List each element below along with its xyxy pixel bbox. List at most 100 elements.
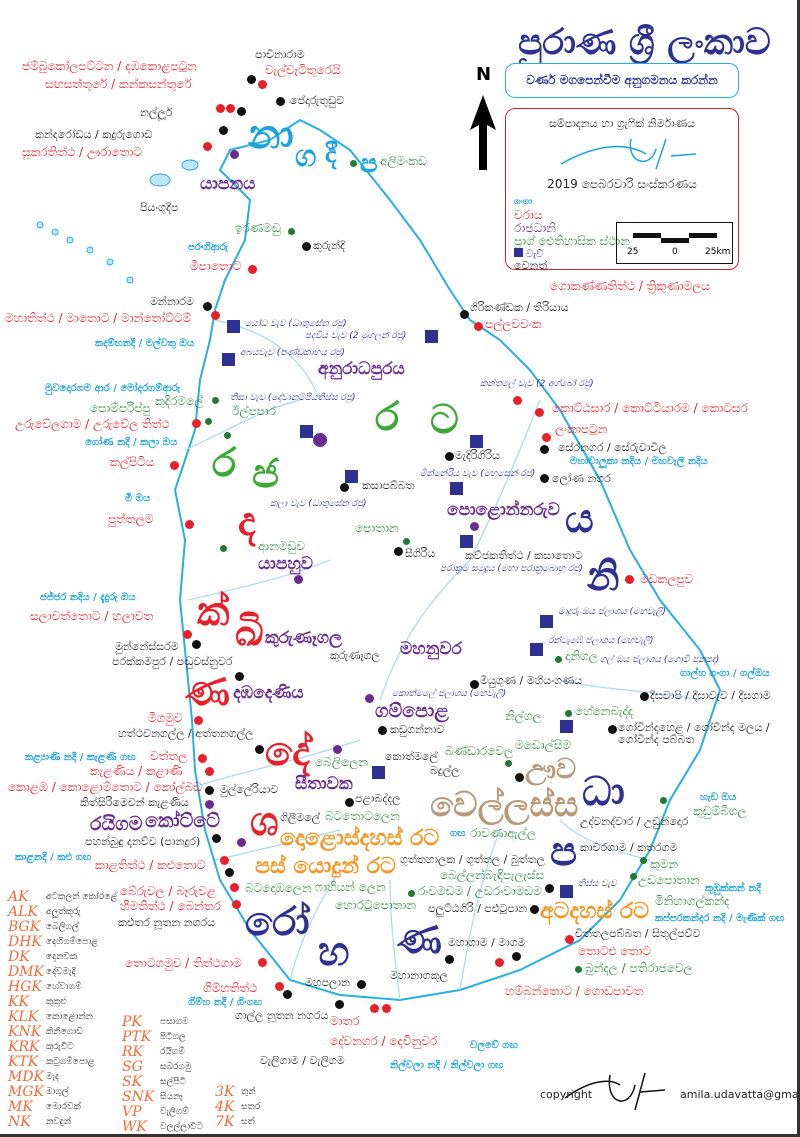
prehistoric-label: ෆාහියන් ලෙන <box>315 880 386 894</box>
abbreviation-code: SK <box>122 1074 143 1090</box>
place-label: බදුල්ල <box>430 764 460 777</box>
place-label: මැදිරිගිරිය <box>455 449 500 462</box>
capital-marker <box>237 838 246 847</box>
port-label: වැල්වැටිතුරෙයි <box>265 63 341 77</box>
port-label: තොටගමුව / තිත්ථගාම <box>125 956 242 970</box>
place-label: නල්ලූර් <box>140 106 173 119</box>
prehistoric-label: හොරටුපොතාන <box>335 898 417 912</box>
prehistoric-label: බටතොටලෙන <box>325 809 400 823</box>
abbreviation-name: පිටිගල <box>160 1032 186 1042</box>
prehistoric-label: කුදිරමලේ <box>155 394 204 408</box>
river-label: කදම්භනදී / මල්වතු ඔය <box>95 338 195 349</box>
river-label: ගාල්හ ගංගා / ගල්ඔය <box>680 668 770 679</box>
prehistoric-marker <box>505 760 512 767</box>
capital-label: අනුරාධපුරය <box>318 359 405 379</box>
place-label: මහපලාන <box>305 976 350 989</box>
river-label: ගෝණ නදී / කලා ඔය <box>85 437 178 448</box>
abbreviation-name: රයිගම් <box>160 1047 185 1057</box>
tank-marker <box>345 470 358 483</box>
capital-label: ගම්පොළ <box>375 700 449 722</box>
river-label: පරංගිආරු <box>188 242 229 253</box>
place-marker <box>460 310 469 319</box>
river-label: නිල්වලා නදී / නිල්වලා ගඟ <box>390 1060 504 1071</box>
region-letter: ද <box>238 499 256 545</box>
prehistoric-label: පොම්පරිප්පු <box>90 401 151 415</box>
abbreviation-name: සබරගමු <box>160 1062 192 1072</box>
abbreviation-name: කටුගම්පොළ <box>46 1057 95 1067</box>
region-letter: ණ <box>185 669 230 715</box>
place-label: කන්දරෝඩය / කදුරුගොඩ <box>35 128 153 141</box>
abbreviation-name: සත් <box>241 1117 255 1127</box>
prehistoric-label: හේනෙබැද්ද <box>575 704 634 718</box>
region-letter: ග <box>295 139 317 174</box>
prehistoric-marker <box>630 873 637 880</box>
place-marker <box>445 955 454 964</box>
tank-label: මාදුරු ඔය ජලාශය (මහවැලි) <box>558 607 666 617</box>
abbreviation-name: වලල්ලාවිට <box>160 1122 203 1132</box>
river-label: ගිම්හ නදී / ගිංගඟ <box>188 997 263 1008</box>
region-letter: නා <box>248 112 294 158</box>
capital-marker <box>333 745 342 754</box>
port-marker <box>495 958 504 967</box>
port-label: බේරුවල / බෑරුවළ <box>120 884 216 898</box>
abbreviation-name: දේවමැදි <box>46 967 76 977</box>
abbreviation-code: DHK <box>8 934 42 950</box>
abbreviation-name: දෙහිගම්පොළ <box>46 937 99 947</box>
place-label: කසාපබ්බත <box>362 479 415 492</box>
abbreviation-name: කුරුවිට <box>46 1042 74 1052</box>
place-marker <box>283 990 292 999</box>
port-label: මීපාතොට <box>190 259 242 273</box>
place-marker <box>540 474 549 483</box>
region-letter: ඛි <box>235 609 264 655</box>
place-label: ගුත්තහාලක / ගුත්තල / බුත්තල <box>400 853 545 866</box>
prehistoric-marker <box>403 538 410 545</box>
place-marker <box>237 107 246 116</box>
place-marker <box>470 680 479 689</box>
capital-marker <box>313 433 327 447</box>
place-marker <box>345 798 354 807</box>
region-letter: ට <box>430 397 459 443</box>
region-name: අටදහස් රට <box>540 899 650 924</box>
tank-label: පදවිය වැව (2 මුගලන් රජු) <box>305 331 407 341</box>
abbreviation-name: සල්පිටි <box>160 1077 186 1087</box>
abbreviation-name: සියනෑ <box>160 1092 183 1102</box>
prehistoric-marker <box>212 397 219 404</box>
place-label: කුරුණෑගල <box>330 649 380 662</box>
abbreviation-name: මොරවක් <box>46 1102 81 1112</box>
port-marker <box>205 767 214 776</box>
capital-marker <box>470 522 479 531</box>
region-letter: රෝ <box>245 899 310 945</box>
place-label: මුන්නේස්සරම <box>115 640 179 653</box>
legend-tank-label: වැව් <box>526 249 544 260</box>
abbreviation-code: KNK <box>8 1024 42 1040</box>
prehistoric-label: බෙල්ලන්බැඳිපැලැස්ස <box>440 868 545 882</box>
river-label: වලවේ ගඟ <box>470 1040 518 1051</box>
place-label: හත්ථවනගල්ල / අත්තනගල්ල <box>118 727 254 740</box>
tank-label: පරාක්‍රම සමුද්‍රය (මහා පරාක්‍රමබාහු රජු) <box>440 564 583 574</box>
river-label: කාළනදී / කළු ගඟ <box>15 852 92 863</box>
tank-label: තිස්ස වැව <box>578 879 617 889</box>
port-marker <box>183 630 192 639</box>
prehistoric-label: රාවණාඇල්ල <box>470 826 536 840</box>
abbreviation-name: අටකලන් කෝරළේ <box>46 892 118 902</box>
tank-square-icon <box>514 248 523 257</box>
port-label: තොටළු තොට <box>578 944 651 958</box>
place-label: පහන්බුඳු දනව්ව (පානදුර) <box>85 835 201 848</box>
place-label: පලුට්ඨගිරි / පළුටුපාන <box>428 902 528 915</box>
port-label: සඟසත්තුරේ / කන්කසන්තුරේ <box>45 77 192 91</box>
scale-label: 25km <box>705 247 731 257</box>
abbreviation-code: MK <box>8 1099 33 1115</box>
place-marker <box>255 745 264 754</box>
tank-label: කලා වැව (ධාතුසේන රජු) <box>270 499 367 509</box>
abbreviation-code: DK <box>8 949 30 965</box>
place-marker <box>445 452 454 461</box>
place-label: උද්වනද්වාර / උඩුන්දොර <box>580 815 689 828</box>
port-label: දේවනගර / දෙවිනුවර <box>330 1034 438 1048</box>
abbreviation-code: PK <box>122 1014 142 1030</box>
place-label: මන්නාරම <box>150 295 194 308</box>
place-label: පාචිනාරාම <box>255 48 305 61</box>
place-marker <box>357 980 366 989</box>
abbreviation-name: මැද <box>46 1072 59 1082</box>
port-label: සලාවත්තොට / හලාවත <box>30 609 154 623</box>
abbreviation-name: තුන් <box>241 1087 256 1097</box>
